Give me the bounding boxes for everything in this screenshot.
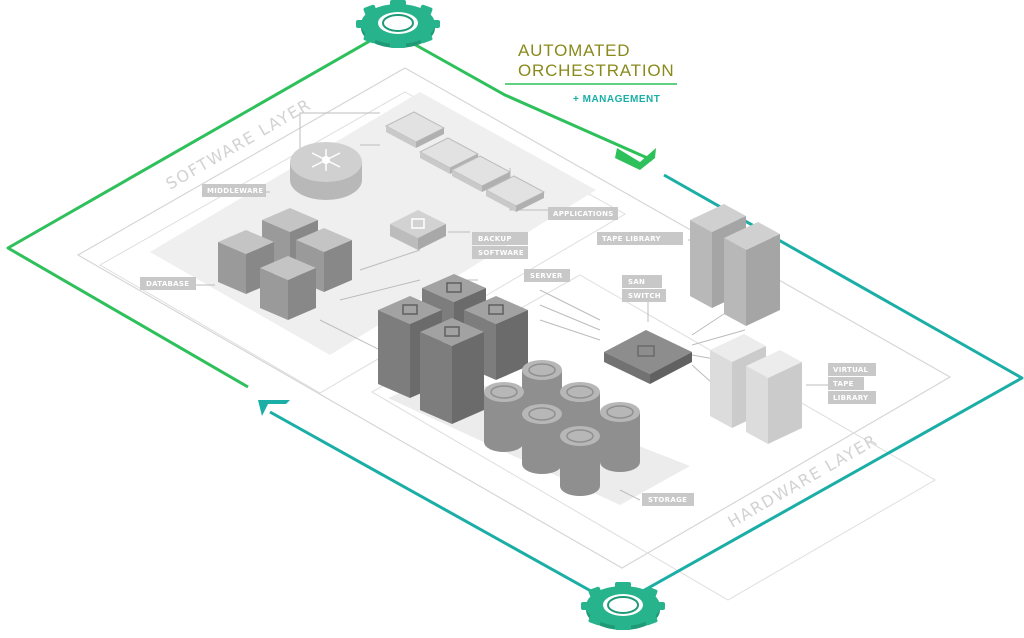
orchestration-loop [6, 28, 1024, 607]
server-towers [378, 274, 528, 424]
hardware-layer-label: HARDWARE LAYER [725, 430, 881, 531]
label-database: DATABASE [140, 277, 196, 290]
label-applications: APPLICATIONS [548, 207, 618, 220]
svg-text:SWITCH: SWITCH [628, 292, 661, 300]
virtual-tape-library [710, 334, 802, 444]
application-windows [384, 111, 546, 212]
bottom-gear-icon [581, 582, 665, 630]
label-tape-library: TAPE LIBRARY [597, 232, 683, 245]
svg-text:MIDDLEWARE: MIDDLEWARE [207, 187, 263, 195]
san-switch [604, 330, 692, 384]
label-storage: STORAGE [642, 493, 694, 506]
title-line-1: AUTOMATED [518, 41, 630, 60]
arrow-in-icon [615, 148, 656, 170]
middleware-hub [290, 142, 362, 200]
svg-text:TAPE LIBRARY: TAPE LIBRARY [602, 235, 662, 243]
svg-text:VIRTUAL: VIRTUAL [833, 366, 869, 374]
label-virtual-tape-library: VIRTUAL TAPE LIBRARY [828, 363, 876, 404]
label-server: SERVER [524, 269, 570, 282]
svg-text:SAN: SAN [628, 278, 645, 286]
storage-cylinders [484, 360, 640, 496]
tape-library [690, 204, 780, 326]
label-san-switch: SAN SWITCH [622, 275, 666, 302]
svg-text:BACKUP: BACKUP [478, 235, 512, 243]
svg-text:TAPE: TAPE [833, 380, 854, 388]
svg-text:APPLICATIONS: APPLICATIONS [553, 210, 614, 218]
svg-text:SERVER: SERVER [530, 272, 563, 280]
top-gear-icon [356, 0, 440, 48]
svg-text:DATABASE: DATABASE [146, 280, 189, 288]
backup-software-box [390, 210, 446, 250]
label-backup-software: BACKUP SOFTWARE [472, 232, 528, 259]
svg-text:LIBRARY: LIBRARY [833, 394, 869, 402]
svg-text:STORAGE: STORAGE [648, 496, 687, 504]
title-subtitle: + MANAGEMENT [573, 94, 660, 105]
title-line-2: ORCHESTRATION [518, 61, 674, 80]
database-cluster [218, 208, 352, 320]
label-middleware: MIDDLEWARE [202, 184, 266, 197]
svg-text:SOFTWARE: SOFTWARE [478, 249, 524, 257]
arrow-out-icon [258, 400, 290, 416]
